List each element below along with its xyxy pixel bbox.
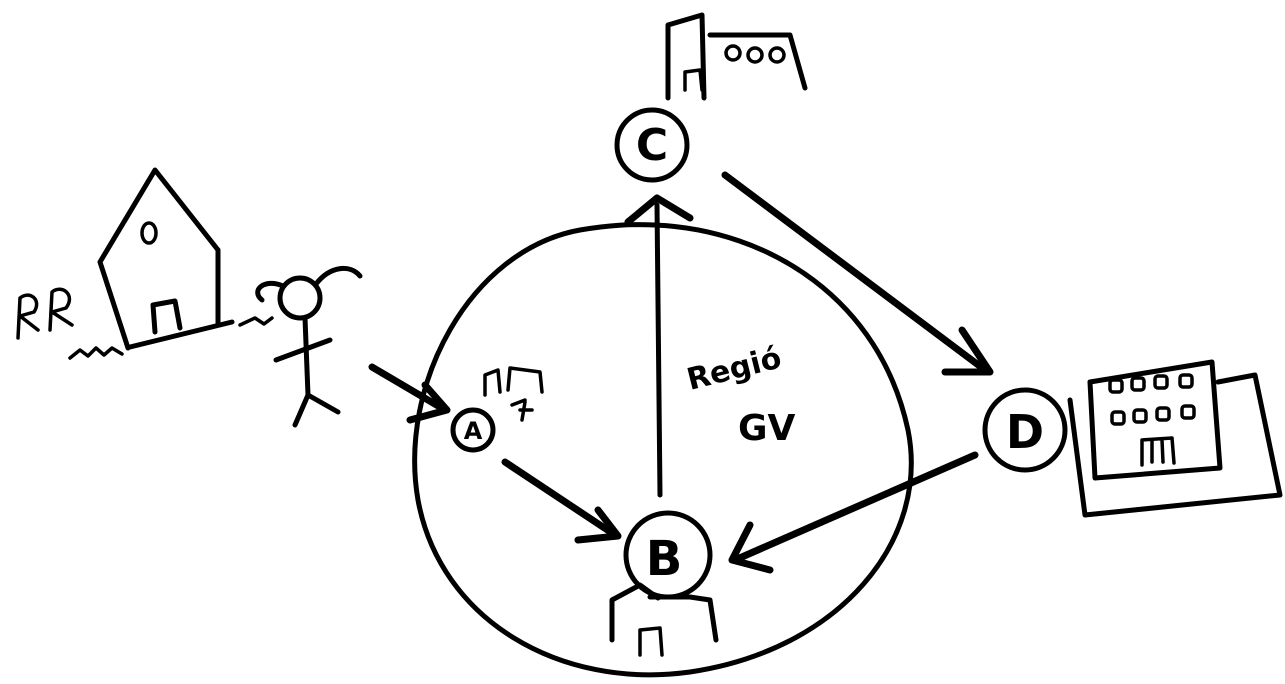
building-icon-c (668, 15, 805, 98)
region-boundary (415, 225, 912, 675)
region-label-line1: Regió (683, 341, 784, 398)
arrow-d-to-b (732, 455, 975, 570)
arrow-b-to-c (628, 198, 690, 495)
node-c-label: C (636, 120, 668, 171)
node-b-label: B (646, 531, 683, 587)
person-icon (240, 268, 360, 425)
node-a: A (453, 410, 493, 450)
node-a-label: A (464, 417, 483, 445)
node-d: D (985, 390, 1065, 470)
small-building-icon (485, 368, 542, 420)
building-icon-d (1070, 362, 1280, 515)
node-d-label: D (1006, 405, 1044, 459)
arrow-person-to-a (372, 367, 447, 420)
arrow-c-to-d (725, 175, 990, 372)
region-label-line2: GV (738, 408, 796, 449)
building-icon-b (612, 585, 716, 655)
house-icon (100, 170, 232, 348)
trees-icon (18, 289, 122, 358)
arrow-a-to-b (505, 462, 618, 540)
node-c: C (617, 110, 687, 180)
